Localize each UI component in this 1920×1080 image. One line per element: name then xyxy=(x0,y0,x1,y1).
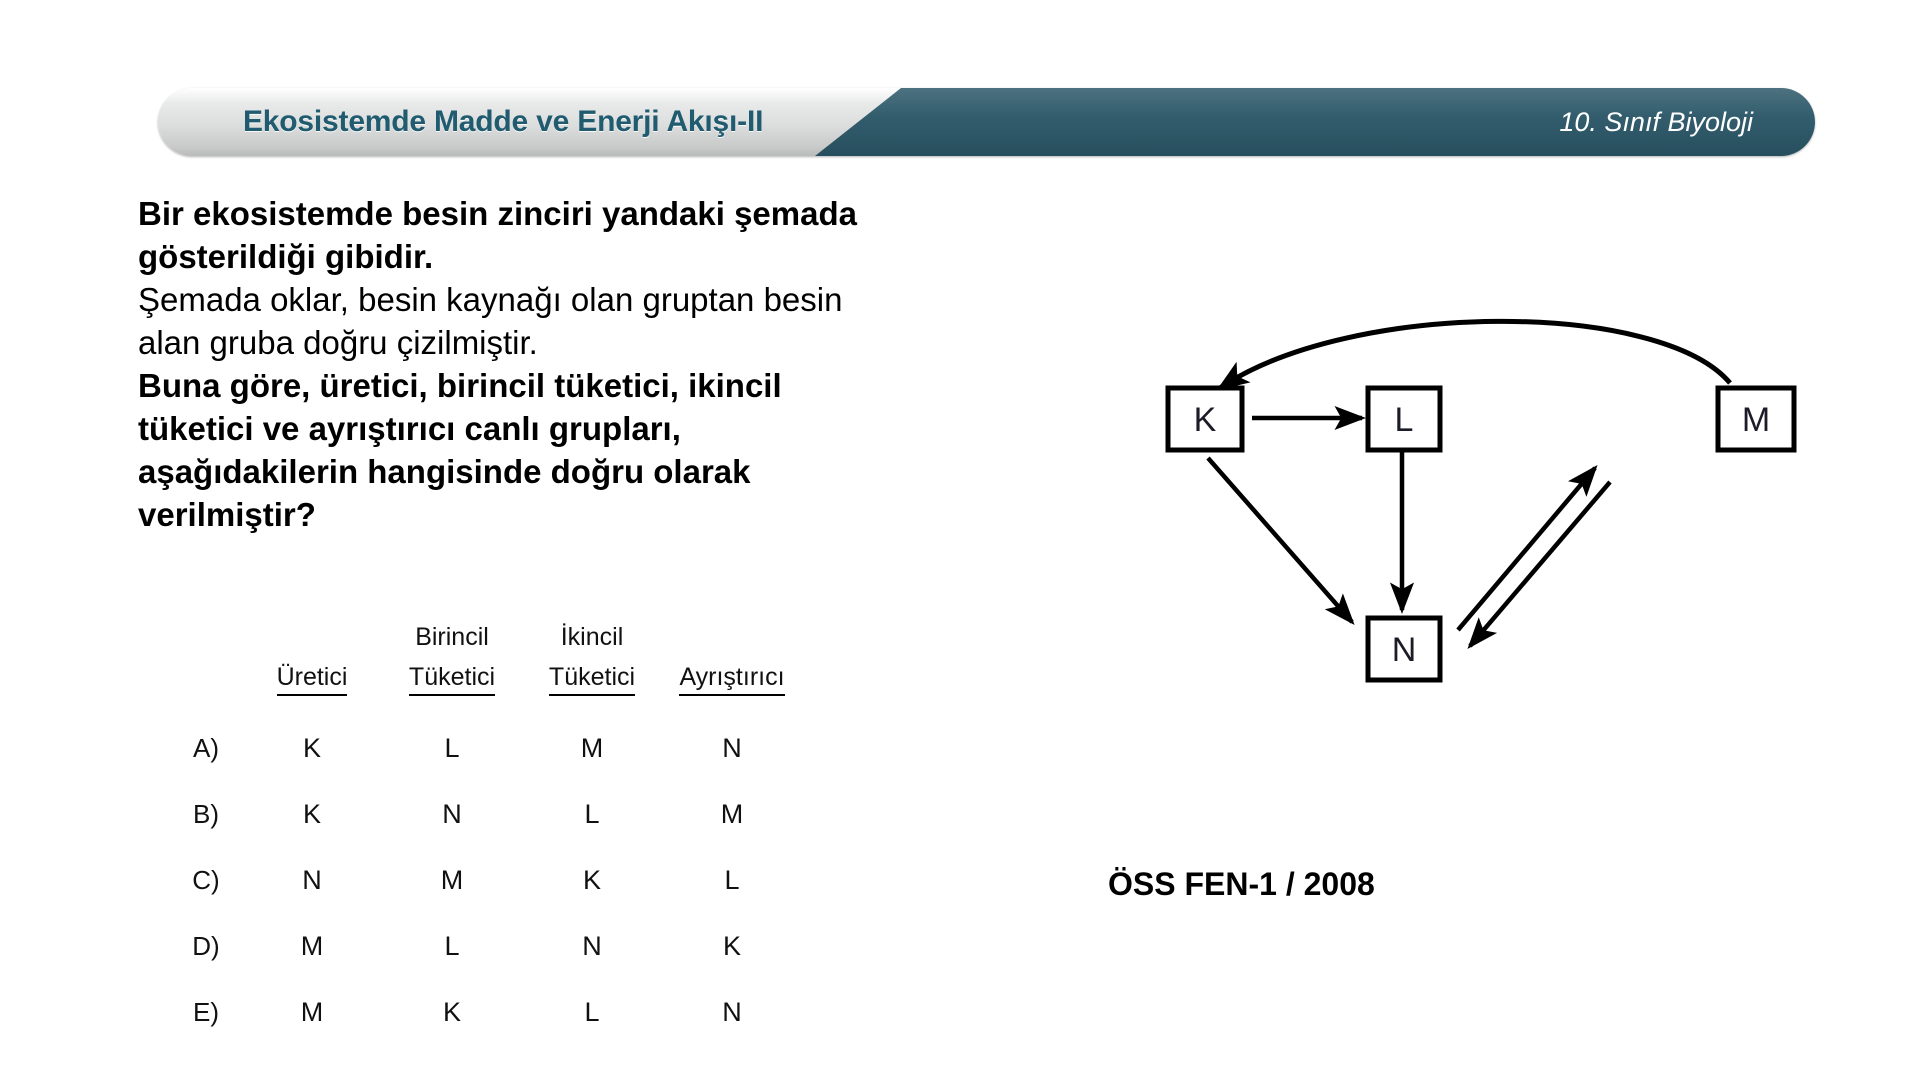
diagram-svg: K L M N xyxy=(1165,318,1797,683)
header-banner: Ekosistemde Madde ve Enerji Akışı-II 10.… xyxy=(158,88,1815,156)
edge-K-to-N xyxy=(1206,456,1355,625)
question-line: aşağıdakilerin hangisinde doğru olarak xyxy=(138,453,751,490)
option-row[interactable]: E) M K L N xyxy=(160,962,802,1028)
option-row[interactable]: D) M L N K xyxy=(160,896,802,962)
diagram-node-L: L xyxy=(1365,385,1443,453)
node-L-label: L xyxy=(1395,401,1414,439)
options-header-cell: Tüketici xyxy=(522,652,662,698)
option-value-cell: K xyxy=(302,733,321,763)
option-value-cell: K xyxy=(582,865,601,895)
options-header-cell xyxy=(242,612,382,652)
option-value-cell: M xyxy=(440,865,464,895)
question-text: Bir ekosistemde besin zinciri yandaki şe… xyxy=(138,192,1118,536)
options-header-cell: Ayrıştırıcı xyxy=(662,652,802,698)
option-row[interactable]: B) K N L M xyxy=(160,764,802,830)
question-line: gösterildiği gibidir. xyxy=(138,238,434,275)
option-row[interactable]: A) K L M N xyxy=(160,698,802,764)
option-letter: E) xyxy=(193,997,219,1027)
options-header-cell: Birincil xyxy=(415,623,489,651)
options-header-cell: İkincil xyxy=(560,623,624,651)
options-header-label: Tüketici xyxy=(408,663,496,696)
food-chain-diagram: K L M N xyxy=(1140,270,1840,690)
option-value-cell: K xyxy=(302,799,321,829)
header-accent-wedge xyxy=(815,88,1815,156)
option-value-cell: L xyxy=(584,997,600,1027)
node-M-label: M xyxy=(1742,401,1770,439)
options-header-row-top: Birincil İkincil xyxy=(160,612,802,652)
option-value-cell: N xyxy=(722,733,742,763)
option-letter: A) xyxy=(193,733,219,763)
option-value-cell: L xyxy=(724,865,740,895)
option-value-cell: L xyxy=(444,733,460,763)
edge-M-to-N xyxy=(1467,480,1612,649)
diagram-node-M: M xyxy=(1715,385,1797,453)
edge-M-to-K xyxy=(1216,318,1732,391)
edge-N-to-M xyxy=(1456,464,1598,632)
question-line: alan gruba doğru çizilmiştir. xyxy=(138,324,538,361)
option-value-cell: L xyxy=(444,931,460,961)
node-K-label: K xyxy=(1194,401,1217,439)
option-value-cell: N xyxy=(442,799,462,829)
option-value-cell: N xyxy=(722,997,742,1027)
option-letter: C) xyxy=(192,865,220,895)
options-header-cell xyxy=(160,652,242,698)
question-line: Buna göre, üretici, birincil tüketici, i… xyxy=(138,367,782,404)
options-header-label: Üretici xyxy=(276,663,348,696)
header-subject-label: 10. Sınıf Biyoloji xyxy=(1559,107,1753,137)
option-value-cell: N xyxy=(302,865,322,895)
option-value-cell: M xyxy=(720,799,744,829)
option-value-cell: K xyxy=(722,931,741,961)
options-header-cell xyxy=(160,612,242,652)
options-header-label: Ayrıştırıcı xyxy=(679,663,785,696)
option-row[interactable]: C) N M K L xyxy=(160,830,802,896)
option-value-cell: M xyxy=(300,997,324,1027)
page-title: Ekosistemde Madde ve Enerji Akışı-II xyxy=(243,105,764,138)
option-letter: B) xyxy=(193,799,219,829)
source-label: ÖSS FEN-1 / 2008 xyxy=(1108,866,1375,902)
options-header-cell: Tüketici xyxy=(382,652,522,698)
options-header-row-bottom: Üretici Tüketici Tüketici Ayrıştırıcı xyxy=(160,652,802,698)
option-value-cell: L xyxy=(584,799,600,829)
question-line: verilmiştir? xyxy=(138,496,316,533)
options-header-cell: Üretici xyxy=(242,652,382,698)
option-value-cell: K xyxy=(442,997,461,1027)
question-line: tüketici ve ayrıştırıcı canlı grupları, xyxy=(138,410,681,447)
option-letter: D) xyxy=(192,931,220,961)
options-header-cell xyxy=(662,612,802,652)
option-value-cell: M xyxy=(300,931,324,961)
options-header-label: Tüketici xyxy=(548,663,636,696)
diagram-node-N: N xyxy=(1365,615,1443,683)
node-N-label: N xyxy=(1392,631,1417,669)
option-value-cell: N xyxy=(582,931,602,961)
question-line: Bir ekosistemde besin zinciri yandaki şe… xyxy=(138,195,857,232)
diagram-node-K: K xyxy=(1165,385,1245,453)
option-value-cell: M xyxy=(580,733,604,763)
question-line: Şemada oklar, besin kaynağı olan gruptan… xyxy=(138,281,843,318)
